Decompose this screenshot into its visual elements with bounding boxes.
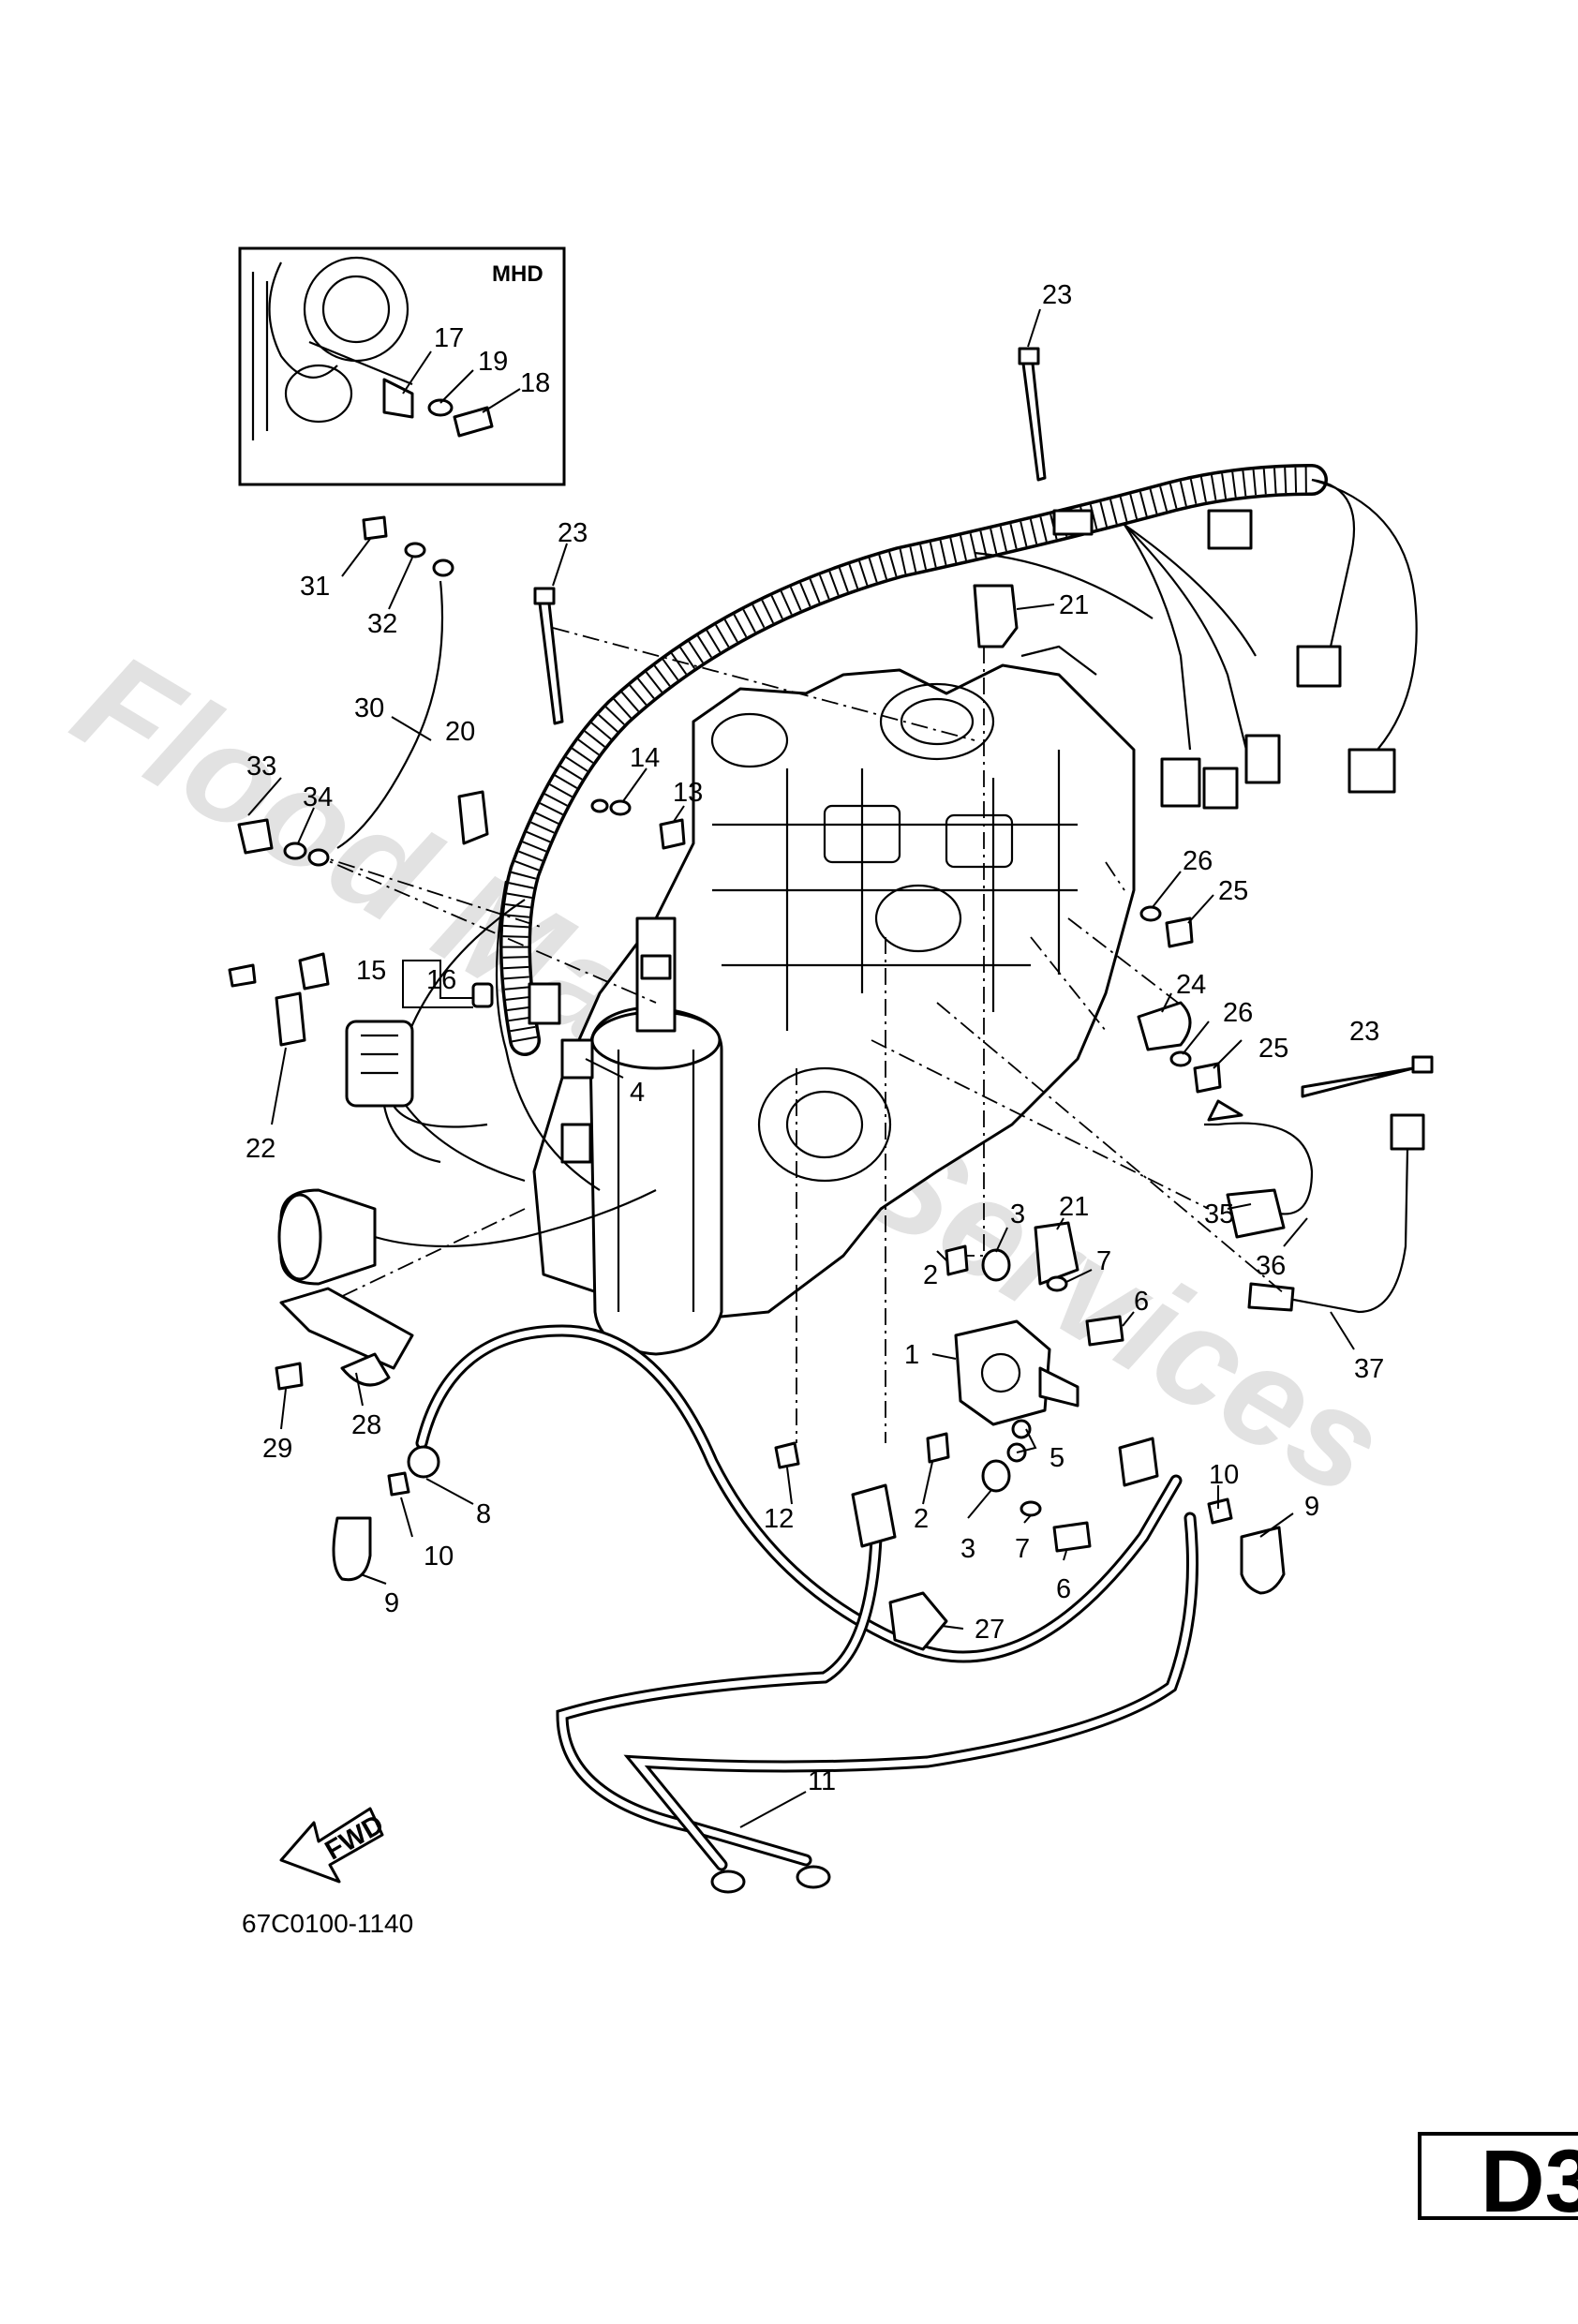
callout-33: 33	[246, 752, 276, 782]
callout-7: 7	[1096, 1246, 1111, 1276]
callout-27: 27	[975, 1615, 1005, 1645]
callout-34: 34	[303, 782, 333, 812]
callout-16: 16	[426, 965, 456, 995]
callout-24: 24	[1176, 970, 1206, 1000]
callout-30: 30	[354, 693, 384, 723]
callout-7: 7	[1015, 1534, 1030, 1564]
callout-12: 12	[764, 1504, 794, 1534]
callout-4: 4	[630, 1078, 645, 1108]
callout-31: 31	[300, 572, 330, 602]
clip-17-part	[382, 378, 414, 419]
connector-f	[1244, 734, 1281, 784]
page-code: D3	[1481, 2132, 1578, 2231]
battery-cables	[407, 1324, 1198, 1894]
callout-2: 2	[923, 1260, 938, 1290]
mhd-inset: MHD	[238, 246, 566, 486]
callout-3: 3	[960, 1534, 975, 1564]
page-code-box: D3	[1418, 2132, 1578, 2231]
connector-g	[528, 982, 561, 1025]
tie-bands	[533, 347, 1434, 1098]
callout-10: 10	[424, 1542, 454, 1572]
callout-8: 8	[476, 1499, 491, 1529]
callout-26: 26	[1183, 846, 1213, 876]
inset-label: MHD	[492, 261, 543, 287]
rectifier-regulator	[345, 1020, 488, 1164]
callout-35: 35	[1204, 1199, 1234, 1229]
callout-11: 11	[808, 1766, 836, 1796]
callout-13: 13	[673, 778, 703, 808]
starter-relay	[954, 1319, 1079, 1426]
washer-19-part	[427, 398, 454, 417]
callout-1: 1	[904, 1340, 919, 1370]
drawing-number: 67C0100-1140	[242, 1909, 413, 1938]
fwd-arrow: FWD	[279, 1807, 389, 1884]
callout-10: 10	[1209, 1460, 1239, 1490]
callout-26: 26	[1223, 998, 1253, 1028]
fuse-holder	[277, 1188, 657, 1286]
callout-9: 9	[384, 1588, 399, 1618]
callout-22: 22	[246, 1134, 275, 1164]
callout-6: 6	[1134, 1287, 1149, 1317]
callout-21: 21	[1059, 590, 1089, 620]
callout-3: 3	[1010, 1199, 1025, 1229]
terminal-caps	[332, 1437, 1286, 1595]
connector-d	[1160, 757, 1201, 808]
callout-25: 25	[1218, 876, 1248, 906]
callout-25: 25	[1258, 1034, 1288, 1064]
callout-leaders	[247, 308, 1355, 1828]
hardware	[228, 515, 1233, 1651]
callout-6: 6	[1056, 1574, 1071, 1604]
callout-23: 23	[558, 518, 588, 548]
sleeve-a	[1052, 509, 1094, 536]
callout-23: 23	[1042, 280, 1072, 310]
connector-c	[1347, 748, 1396, 794]
sensors	[1204, 1099, 1425, 1314]
callout-32: 32	[367, 609, 397, 639]
callout-28: 28	[351, 1410, 381, 1440]
callout-19: 19	[478, 347, 508, 377]
callout-18: 18	[520, 368, 550, 398]
callout-5: 5	[1050, 1443, 1064, 1473]
connector-i	[560, 1123, 592, 1164]
callout-2: 2	[914, 1504, 929, 1534]
callout-14: 14	[630, 743, 660, 773]
callout-20: 20	[445, 717, 475, 747]
connector-a	[1207, 509, 1253, 550]
main-wire-harness	[392, 464, 1418, 1191]
callout-17: 17	[434, 323, 464, 353]
callout-21: 21	[1059, 1192, 1089, 1222]
callout-numbers: 23 17 19 18 31 32 23 21 30 20 14 13 33 3…	[246, 280, 1384, 1796]
callout-37: 37	[1354, 1354, 1384, 1384]
callout-9: 9	[1304, 1492, 1319, 1522]
connector-b	[1296, 645, 1342, 688]
callout-36: 36	[1256, 1251, 1286, 1281]
bolt-18-part	[453, 406, 494, 438]
callout-23: 23	[1349, 1017, 1379, 1047]
connector-e	[1202, 767, 1239, 810]
callout-29: 29	[262, 1434, 292, 1464]
callout-15: 15	[356, 956, 386, 986]
